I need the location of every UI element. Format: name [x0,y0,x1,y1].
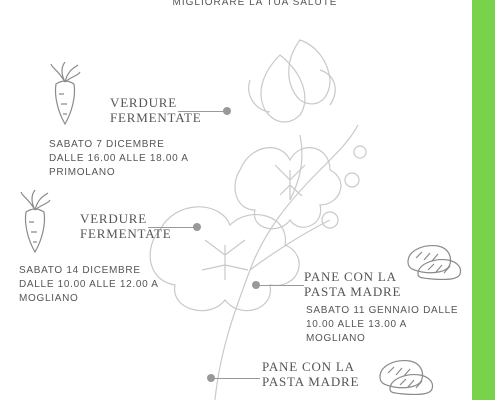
bread-icon [379,360,434,395]
timeline-dot [193,223,201,231]
event-title: VERDURE FERMENTATE [80,211,172,241]
timeline-dot [252,281,260,289]
timeline-connector [214,378,260,379]
bread-icon [407,245,462,280]
timeline-connector [178,111,226,112]
carrot-icon [50,62,81,126]
page-subtitle: MIGLIORARE LA TUA SALUTE [172,0,338,8]
accent-strip [472,0,495,400]
timeline-dot [223,107,231,115]
event-detail: SABATO 11 GENNAIO DALLE 10.00 ALLE 13.00… [306,305,459,344]
event-title: PANE CON LA PASTA MADRE [304,269,402,299]
event-title: PANE CON LA PASTA MADRE [262,359,360,389]
event-title: VERDURE FERMENTATE [110,95,202,125]
timeline-dot [207,374,215,382]
timeline-connector [258,285,304,286]
event-detail: SABATO 7 DICEMBRE DALLE 16.00 ALLE 18.00… [49,139,189,178]
event-detail: SABATO 14 DICEMBRE DALLE 10.00 ALLE 12.0… [19,265,159,304]
carrot-icon [20,190,51,254]
timeline-connector [148,227,196,228]
